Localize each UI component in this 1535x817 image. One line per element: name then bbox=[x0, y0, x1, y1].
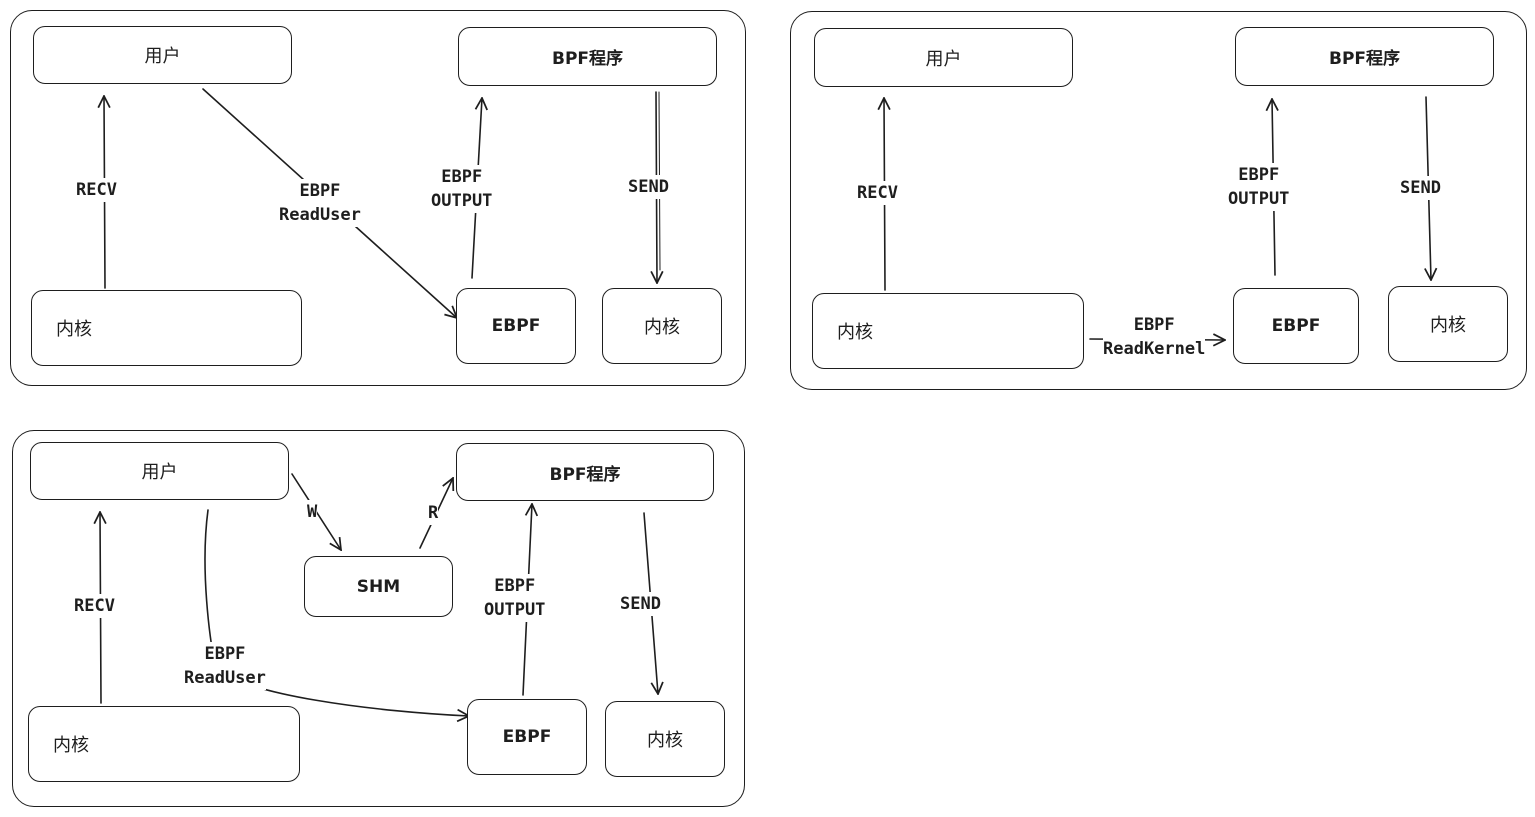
p1-output-label: EBPF OUTPUT bbox=[431, 165, 493, 213]
p2-recv-label: RECV bbox=[857, 181, 898, 205]
p3-kernel-right-box: 内核 bbox=[605, 701, 725, 777]
p3-write-label: W bbox=[307, 500, 318, 524]
p2-bpf-program-box: BPF程序 bbox=[1235, 27, 1494, 86]
p2-send-label: SEND bbox=[1400, 176, 1441, 200]
p3-ebpf-box: EBPF bbox=[467, 699, 587, 775]
p3-kernel-box: 内核 bbox=[28, 706, 300, 782]
p2-ebpf-box: EBPF bbox=[1233, 288, 1359, 364]
p3-output-label: EBPF OUTPUT bbox=[484, 574, 546, 622]
p1-kernel-right-box: 内核 bbox=[602, 288, 722, 364]
p1-recv-label: RECV bbox=[76, 178, 117, 202]
p3-bpf-program-box: BPF程序 bbox=[456, 443, 714, 501]
p1-send-label: SEND bbox=[628, 175, 669, 199]
p2-readkernel-label: EBPF ReadKernel bbox=[1103, 313, 1206, 361]
p3-shm-box: SHM bbox=[304, 556, 453, 617]
p1-kernel-box: 内核 bbox=[31, 290, 302, 366]
p1-readuser-label: EBPF ReadUser bbox=[279, 179, 361, 227]
p3-send-label: SEND bbox=[620, 592, 661, 616]
p2-kernel-right-box: 内核 bbox=[1388, 286, 1508, 362]
p1-bpf-program-box: BPF程序 bbox=[458, 27, 717, 86]
p3-read-label: R bbox=[428, 501, 439, 525]
panel-3-frame bbox=[12, 430, 745, 807]
p2-kernel-box: 内核 bbox=[812, 293, 1084, 369]
p3-user-box: 用户 bbox=[30, 442, 289, 500]
p2-user-box: 用户 bbox=[814, 28, 1073, 87]
panel-1-frame bbox=[10, 10, 746, 386]
p1-user-box: 用户 bbox=[33, 26, 292, 84]
p3-readuser-label: EBPF ReadUser bbox=[184, 642, 266, 690]
p3-recv-label: RECV bbox=[74, 594, 115, 618]
p1-ebpf-box: EBPF bbox=[456, 288, 576, 364]
p2-output-label: EBPF OUTPUT bbox=[1228, 163, 1290, 211]
panel-2-frame bbox=[790, 11, 1527, 390]
